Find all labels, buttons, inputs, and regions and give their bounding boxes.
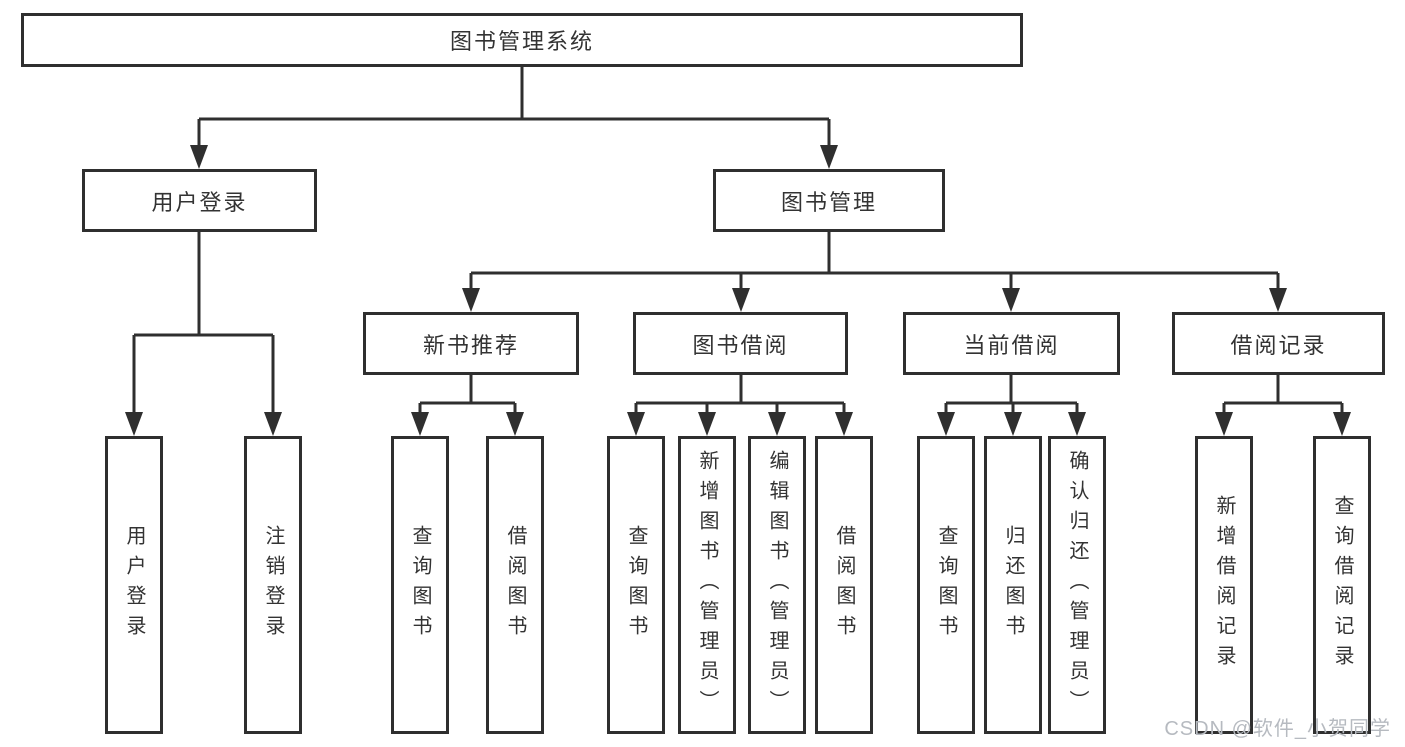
leaf-label: 用户登录 (123, 525, 145, 645)
leaf-label: 归还图书 (1002, 525, 1024, 645)
leaf-query-books-recommend: 查询图书 (391, 436, 449, 734)
node-label: 图书管理 (780, 189, 877, 215)
node-label: 图书借阅 (692, 332, 789, 358)
node-library-management-system: 图书管理系统 (21, 13, 1023, 67)
leaf-label: 查询图书 (935, 525, 957, 645)
node-current-borrowing: 当前借阅 (903, 312, 1120, 375)
node-label: 借阅记录 (1230, 332, 1327, 358)
leaf-label: 借阅图书 (504, 525, 526, 645)
leaf-borrow-books-recommend: 借阅图书 (486, 436, 544, 734)
node-borrowing-records: 借阅记录 (1172, 312, 1385, 375)
leaf-label: 查询借阅记录 (1331, 495, 1353, 675)
leaf-return-book: 归还图书 (984, 436, 1042, 734)
node-book-management: 图书管理 (713, 169, 945, 232)
leaf-query-books-borrow: 查询图书 (607, 436, 665, 734)
leaf-label: 确认归还（管理员） (1066, 450, 1088, 720)
leaf-query-borrow-record: 查询借阅记录 (1313, 436, 1371, 734)
leaf-edit-book-admin: 编辑图书（管理员） (748, 436, 806, 734)
leaf-label: 注销登录 (262, 525, 284, 645)
leaf-confirm-return-admin: 确认归还（管理员） (1048, 436, 1106, 734)
leaf-add-borrow-record: 新增借阅记录 (1195, 436, 1253, 734)
leaf-user-login: 用户登录 (105, 436, 163, 734)
leaf-query-books-current: 查询图书 (917, 436, 975, 734)
leaf-label: 编辑图书（管理员） (766, 450, 788, 720)
leaf-label: 查询图书 (625, 525, 647, 645)
node-label: 用户登录 (151, 189, 248, 215)
leaf-borrow-books-borrow: 借阅图书 (815, 436, 873, 734)
node-label: 新书推荐 (422, 332, 519, 358)
leaf-label: 新增图书（管理员） (696, 450, 718, 720)
node-book-borrowing: 图书借阅 (633, 312, 848, 375)
node-user-login: 用户登录 (82, 169, 317, 232)
leaf-label: 新增借阅记录 (1213, 495, 1235, 675)
node-label: 图书管理系统 (449, 29, 594, 54)
node-new-book-recommendation: 新书推荐 (363, 312, 579, 375)
leaf-add-book-admin: 新增图书（管理员） (678, 436, 736, 734)
leaf-logout: 注销登录 (244, 436, 302, 734)
node-label: 当前借阅 (963, 332, 1060, 358)
leaf-label: 借阅图书 (833, 525, 855, 645)
leaf-label: 查询图书 (409, 525, 431, 645)
